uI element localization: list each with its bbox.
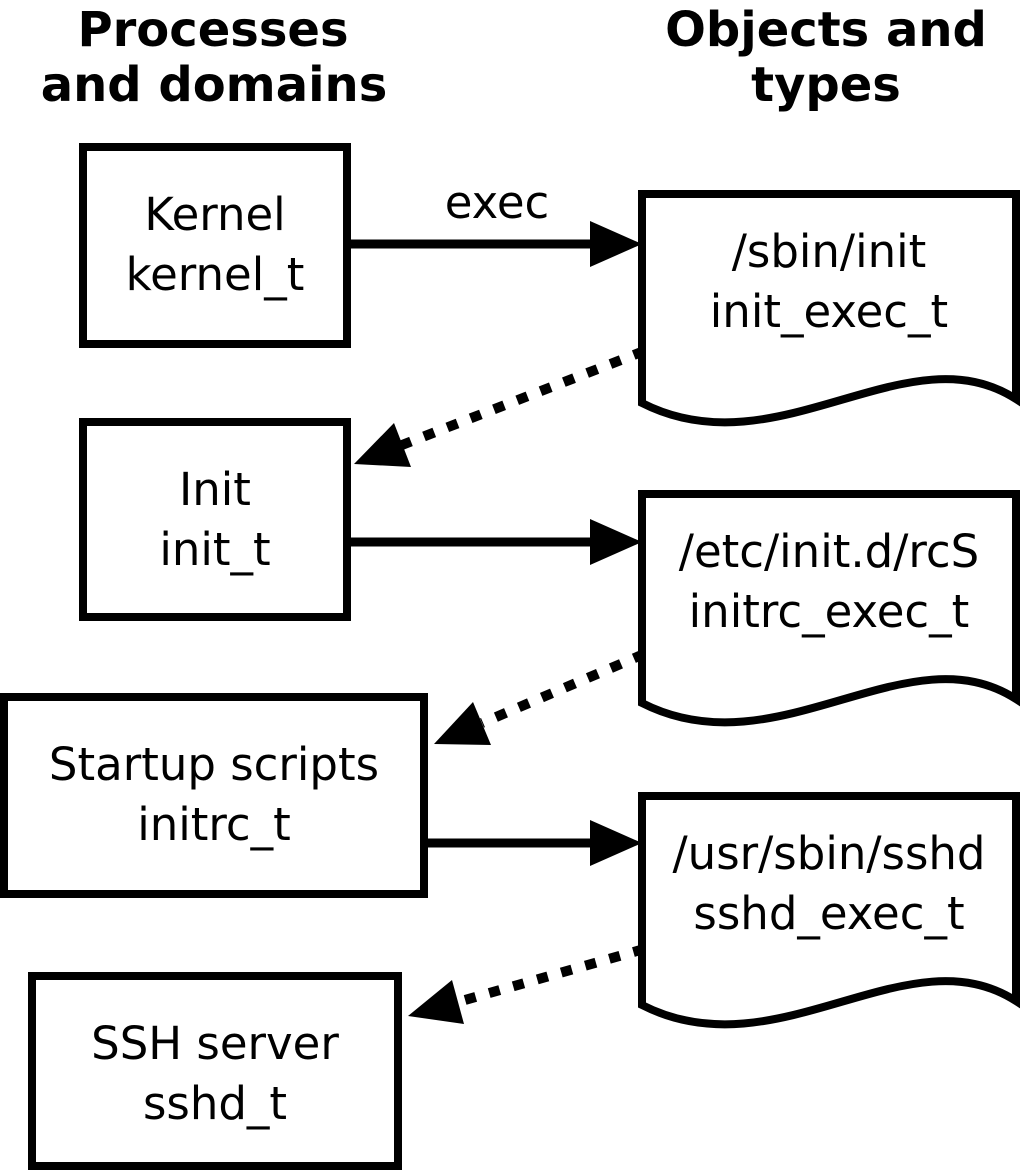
exec-arrowhead-1	[590, 221, 642, 267]
transition-arrowhead-1	[354, 423, 411, 467]
exec-arrow-init-to-initrc-exec	[349, 519, 642, 565]
process-node-kernel: Kernel kernel_t	[79, 143, 351, 348]
object-path-initrc-exec: /etc/init.d/rcS	[679, 525, 979, 578]
exec-arrow-kernel-to-init-exec: exec	[351, 176, 642, 267]
process-label-kernel: Kernel	[144, 188, 285, 241]
objects-header-line1: Objects and	[665, 2, 987, 58]
objects-column-header: Objects and types	[665, 2, 987, 113]
process-box-kernel	[79, 143, 351, 348]
object-path-init-exec: /sbin/init	[732, 225, 927, 278]
process-type-kernel: kernel_t	[126, 248, 305, 301]
transition-arrowhead-2	[434, 702, 491, 745]
transition-arrow-initrc-exec-to-startup	[434, 649, 646, 745]
object-type-init-exec: init_exec_t	[710, 285, 948, 338]
object-node-initrc-exec: /etc/init.d/rcS initrc_exec_t	[642, 494, 1016, 722]
process-label-startup-scripts: Startup scripts	[49, 738, 379, 791]
object-type-sshd-exec: sshd_exec_t	[693, 887, 964, 940]
processes-header-line2: and domains	[41, 57, 388, 113]
object-path-sshd-exec: /usr/sbin/sshd	[673, 827, 986, 880]
process-type-init: init_t	[159, 523, 270, 576]
exec-arrowhead-3	[590, 820, 642, 866]
transition-arrow-shaft-3	[456, 944, 646, 1007]
process-box-startup-scripts	[0, 693, 428, 898]
exec-arrowhead-2	[590, 519, 642, 565]
processes-header-line1: Processes	[77, 2, 348, 58]
process-type-ssh-server: sshd_t	[143, 1077, 287, 1130]
process-box-ssh-server	[28, 972, 402, 1170]
process-label-init: Init	[179, 463, 251, 516]
transition-arrowhead-3	[408, 980, 464, 1024]
transition-arrow-sshd-exec-to-sshd	[408, 944, 646, 1024]
process-node-startup-scripts: Startup scripts initrc_t	[0, 693, 428, 898]
transition-arrow-init-exec-to-init	[354, 346, 646, 467]
object-node-sshd-exec: /usr/sbin/sshd sshd_exec_t	[642, 796, 1016, 1024]
process-node-ssh-server: SSH server sshd_t	[28, 972, 402, 1170]
process-box-init	[79, 418, 351, 621]
process-label-ssh-server: SSH server	[91, 1017, 339, 1070]
object-node-init-exec: /sbin/init init_exec_t	[642, 194, 1016, 422]
object-type-initrc-exec: initrc_exec_t	[689, 585, 970, 638]
process-node-init: Init init_t	[79, 418, 351, 621]
objects-header-line2: types	[751, 57, 901, 113]
exec-edge-label: exec	[445, 176, 550, 229]
exec-arrow-startup-to-sshd-exec	[428, 820, 642, 866]
transition-arrow-shaft-1	[400, 346, 646, 450]
process-type-startup-scripts: initrc_t	[137, 798, 291, 851]
transition-arrow-shaft-2	[480, 649, 646, 728]
processes-column-header: Processes and domains	[41, 2, 388, 113]
